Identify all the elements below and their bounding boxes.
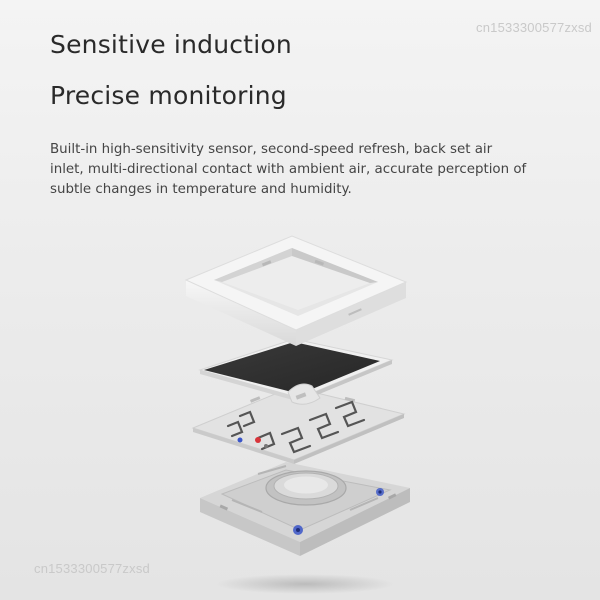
feature-description: Built-in high-sensitivity sensor, second… bbox=[50, 142, 527, 197]
headline-precise-monitoring: Precise monitoring bbox=[50, 81, 287, 110]
exploded-device-illustration bbox=[160, 230, 440, 600]
headline-sensitive-induction: Sensitive induction bbox=[50, 30, 292, 59]
front-frame-layer bbox=[184, 235, 408, 346]
watermark-top: cn1533300577zxsd bbox=[476, 20, 592, 35]
floor-shadow bbox=[215, 574, 395, 594]
watermark-bottom: cn1533300577zxsd bbox=[34, 561, 150, 576]
segment-display-layer bbox=[191, 386, 406, 464]
back-case-layer bbox=[200, 462, 410, 556]
e-ink-screen-layer bbox=[198, 338, 394, 405]
